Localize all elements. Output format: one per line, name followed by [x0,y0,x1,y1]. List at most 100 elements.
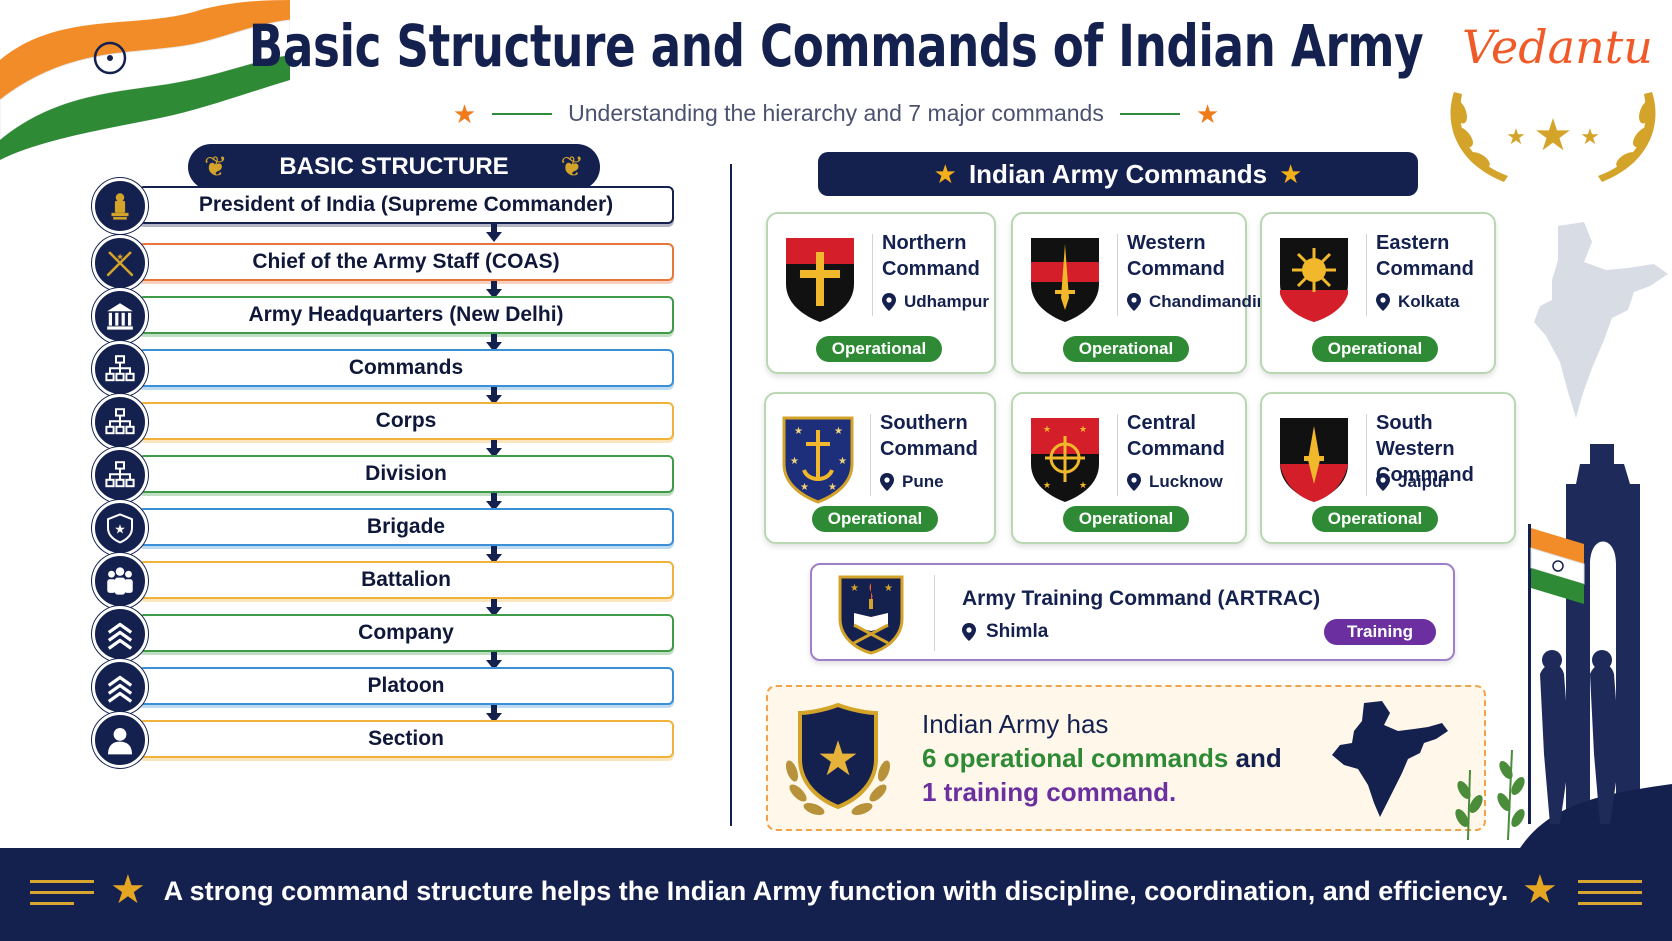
india-gate-silhouette-icon [1520,444,1672,848]
card-divider [1366,414,1367,496]
command-location: Kolkata [1376,292,1459,312]
card-divider [1117,414,1118,496]
leaves-decoration-icon [1455,749,1525,840]
command-crest-icon [1280,238,1348,322]
hierarchy-level-label: President of India (Supreme Commander) [138,186,674,224]
command-crest-icon [786,238,854,322]
shield-star-emblem-icon: ★ [785,702,891,816]
svg-text:★: ★ [828,482,837,493]
down-arrow-icon [486,660,502,670]
star-icon: ★ [933,158,957,189]
training-command-card: ★ ★ Army Training Command (ARTRAC) Shiml… [810,563,1455,661]
hierarchy-connector [491,281,497,289]
hierarchy-row: Army Headquarters (New Delhi) [92,288,680,344]
svg-text:★: ★ [1533,111,1572,160]
hierarchy-row: Battalion [92,553,680,609]
card-divider [1366,234,1367,316]
india-map-silhouette-icon [1534,222,1668,418]
hierarchy-level-label: Division [138,455,674,493]
svg-text:★: ★ [1580,124,1600,149]
svg-text:★: ★ [834,426,843,437]
divider-line [492,112,553,115]
location-pin-icon [962,623,976,641]
training-command-location: Shimla [962,621,1048,643]
org-chart-icon [92,341,148,397]
footer-text: A strong command structure helps the Ind… [163,876,1509,906]
command-location-text: Jaipur [1398,472,1450,491]
down-arrow-icon [486,501,502,511]
decorative-lines [30,880,94,908]
location-pin-icon [882,293,896,311]
hierarchy-row: Company [92,606,680,662]
location-pin-icon [1376,473,1390,491]
summary-line-3: 1 training command. [922,777,1177,807]
org-chart-icon [92,447,148,503]
crossed-swords-icon: ★ [92,235,148,291]
status-badge: Operational [816,336,942,362]
svg-text:★: ★ [1043,480,1051,490]
status-badge: Operational [1312,336,1438,362]
down-arrow-icon [486,554,502,564]
location-pin-icon [1127,473,1141,491]
card-divider [1117,234,1118,316]
commands-heading-label: Indian Army Commands [968,158,1268,189]
group-icon [92,553,148,609]
status-badge: Operational [812,506,938,532]
down-arrow-icon [486,395,502,405]
hierarchy-level-label: Commands [138,349,674,387]
laurel-icon: ❦ [560,151,584,182]
svg-text:★: ★ [1079,480,1087,490]
status-badge: Operational [1312,506,1438,532]
star-icon: ★ [1195,98,1220,129]
laurel-icon: ❦ [204,151,228,182]
command-location-text: Chandimandir [1149,292,1264,311]
svg-text:★: ★ [1079,424,1087,434]
hierarchy-row: ★Chief of the Army Staff (COAS) [92,235,680,291]
hierarchy-row: Platoon [92,659,680,715]
hierarchy-connector [491,440,497,448]
svg-text:★: ★ [838,456,847,467]
laurel-stars-icon: ★ ★ ★ [1450,92,1656,182]
card-divider [872,234,873,316]
summary-operational-count: 6 operational commands [922,743,1229,773]
hierarchy-row: ★Brigade [92,500,680,556]
hierarchy-connector [491,224,497,232]
command-name-line-2: Command [1376,464,1474,486]
command-name-line-1: South Western [1376,412,1455,460]
command-crest-icon: ★ ★ ★ ★ [1031,418,1099,502]
chevrons-icon [92,606,148,662]
down-arrow-icon [486,232,502,242]
hierarchy-level-label: Army Headquarters (New Delhi) [138,296,674,334]
shield-star-icon: ★ [92,500,148,556]
svg-text:★: ★ [850,583,859,594]
svg-text:★: ★ [816,733,859,786]
star-icon: ★ [1522,868,1558,912]
svg-text:★: ★ [1043,424,1051,434]
indian-flag-decoration [0,0,290,160]
training-location-text: Shimla [986,621,1049,642]
command-name-line-2: Command [882,258,980,280]
divider-line [1119,112,1180,115]
down-arrow-icon [486,607,502,617]
hierarchy-row: President of India (Supreme Commander) [92,178,680,234]
down-arrow-icon [486,289,502,299]
star-icon: ★ [452,98,477,129]
training-status-badge: Training [1324,619,1436,645]
decorative-lines [1578,880,1642,908]
command-location-text: Lucknow [1149,472,1223,491]
hierarchy-level-label: Platoon [138,667,674,705]
command-crest-icon [1280,418,1348,502]
command-location-text: Pune [902,472,944,491]
hierarchy-level-label: Company [138,614,674,652]
summary-box: ★ Indian Army has 6 operational commands… [766,685,1486,831]
status-badge: Operational [1063,506,1189,532]
command-crest-icon [1031,238,1099,322]
svg-text:★: ★ [884,583,893,594]
basic-structure-heading: ❦ BASIC STRUCTURE ❦ [188,144,600,190]
